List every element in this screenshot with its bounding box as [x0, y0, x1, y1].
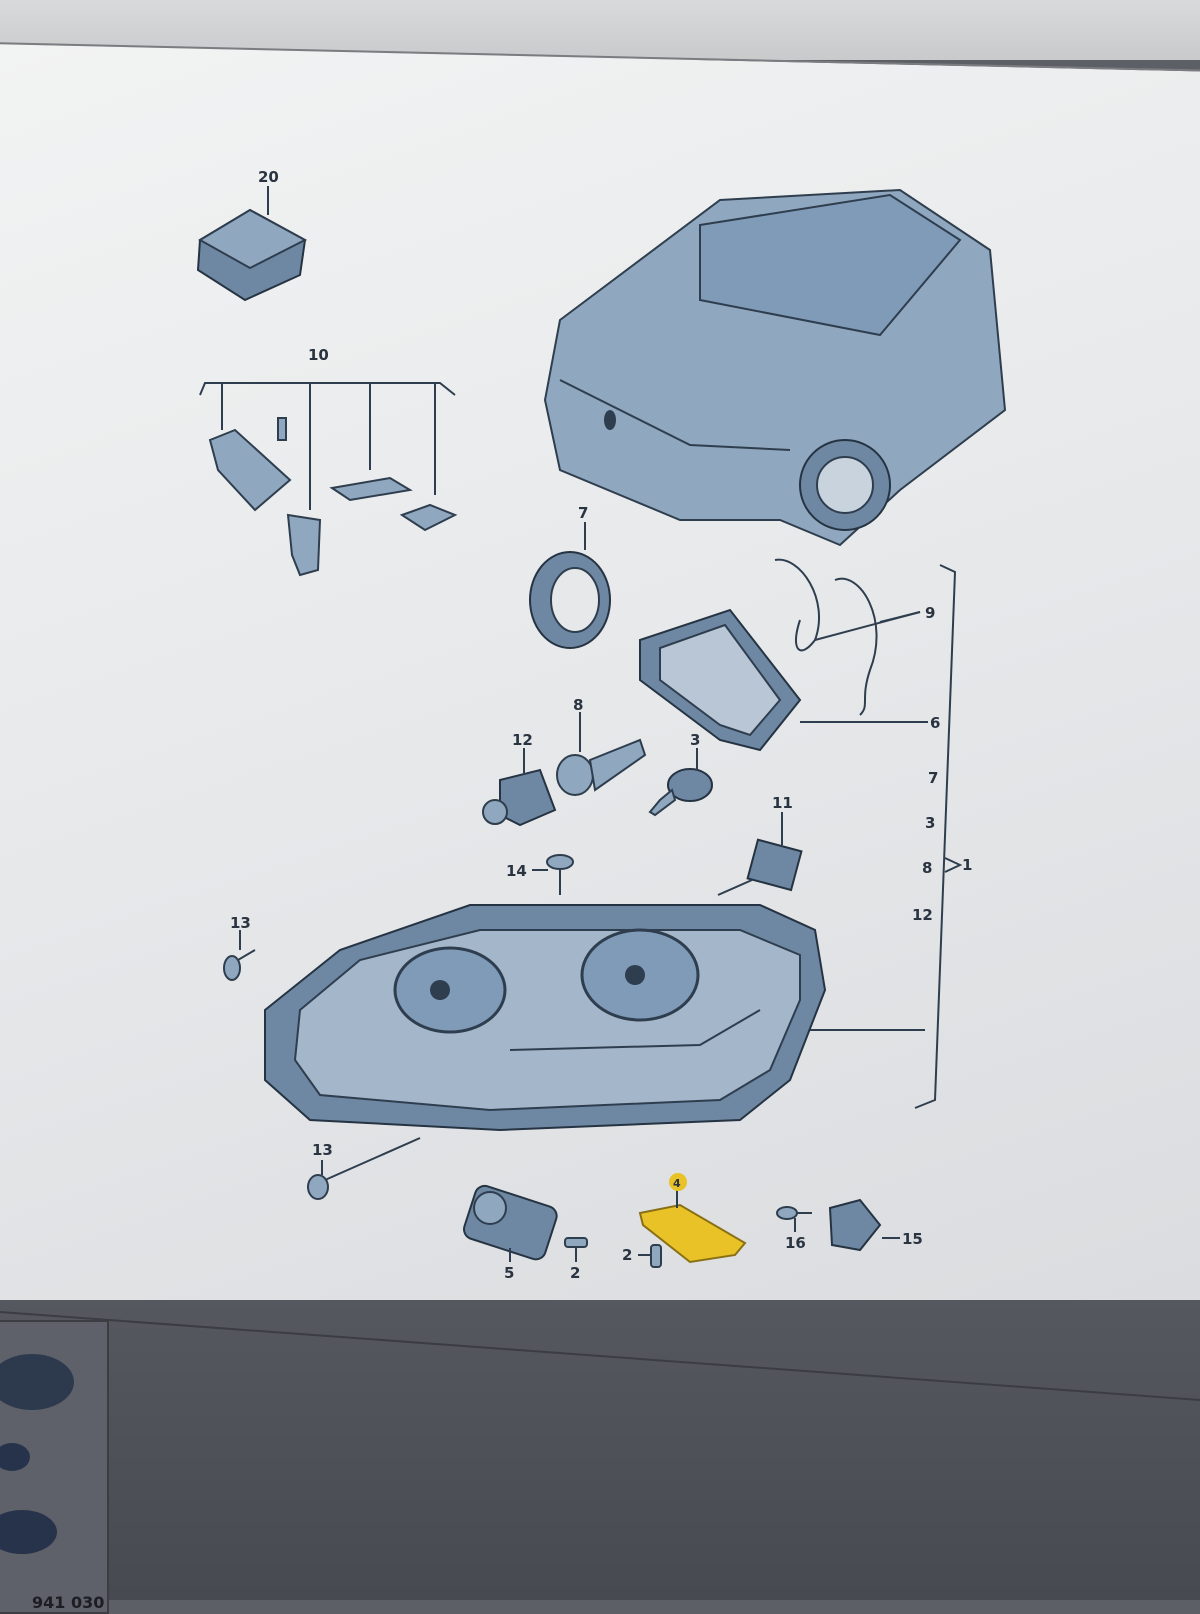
callout-2-right: 2 — [622, 1246, 632, 1264]
screw-13-bottom-part[interactable] — [307, 1137, 421, 1200]
callout-3: 3 — [690, 731, 700, 749]
callout-13-bottom: 13 — [312, 1141, 333, 1159]
callout-13-top: 13 — [230, 914, 251, 932]
callout-12: 12 — [512, 731, 533, 749]
bulb-8-part[interactable] — [556, 712, 647, 796]
thumb-part — [0, 1510, 57, 1554]
callout-6: 6 — [930, 714, 940, 732]
bracket-group-item-12: 12 — [912, 906, 933, 924]
bracket-15-part[interactable] — [828, 1198, 900, 1252]
callout-7: 7 — [578, 504, 588, 522]
screw-2-left-part[interactable] — [564, 1237, 588, 1262]
bracket-group-item-8: 8 — [922, 859, 932, 877]
seal-ring-part[interactable] — [529, 522, 611, 649]
lower-panel — [0, 1300, 1200, 1600]
screen-edge — [0, 1311, 1200, 1401]
screw-13-top-part[interactable] — [223, 930, 256, 981]
bracket-set-part[interactable] — [199, 382, 458, 577]
thumb-car — [0, 1354, 74, 1410]
cover-cap-part[interactable] — [639, 608, 928, 752]
screw-2-right-part[interactable] — [638, 1244, 662, 1268]
callout-11: 11 — [772, 794, 793, 812]
headlight-housing-part[interactable] — [264, 904, 827, 1132]
control-unit-part[interactable] — [638, 1173, 747, 1264]
callout-10: 10 — [308, 346, 329, 364]
callout-20: 20 — [258, 168, 279, 186]
assembly-bracket — [800, 564, 963, 1109]
bracket-group-item-7: 7 — [928, 769, 938, 787]
diagram-thumbnail[interactable]: 941 030 — [0, 1320, 109, 1614]
screw-14-part[interactable] — [532, 854, 574, 895]
xenon-bulb-part[interactable] — [717, 812, 803, 896]
callout-2-left: 2 — [570, 1264, 580, 1282]
wiring-clips-part[interactable] — [774, 558, 921, 716]
relay-part[interactable] — [196, 186, 308, 302]
callout-14: 14 — [506, 862, 527, 880]
callout-5: 5 — [504, 1264, 514, 1282]
callout-4: 4 — [673, 1177, 681, 1190]
callout-9: 9 — [925, 604, 935, 622]
callout-16: 16 — [785, 1234, 806, 1252]
bulb-holder-part[interactable] — [482, 748, 557, 827]
bracket-group-item-3: 3 — [925, 814, 935, 832]
ignitor-module-part[interactable] — [461, 1183, 559, 1262]
thumbnail-drawing — [0, 1354, 74, 1554]
screw-16-part[interactable] — [776, 1206, 812, 1232]
car-front-illustration — [543, 188, 1007, 547]
callout-8: 8 — [573, 696, 583, 714]
assembly-callout-1: 1 — [962, 856, 972, 874]
thumb-part — [0, 1443, 30, 1471]
bulb-3-part[interactable] — [648, 748, 713, 817]
callout-15: 15 — [902, 1230, 923, 1248]
